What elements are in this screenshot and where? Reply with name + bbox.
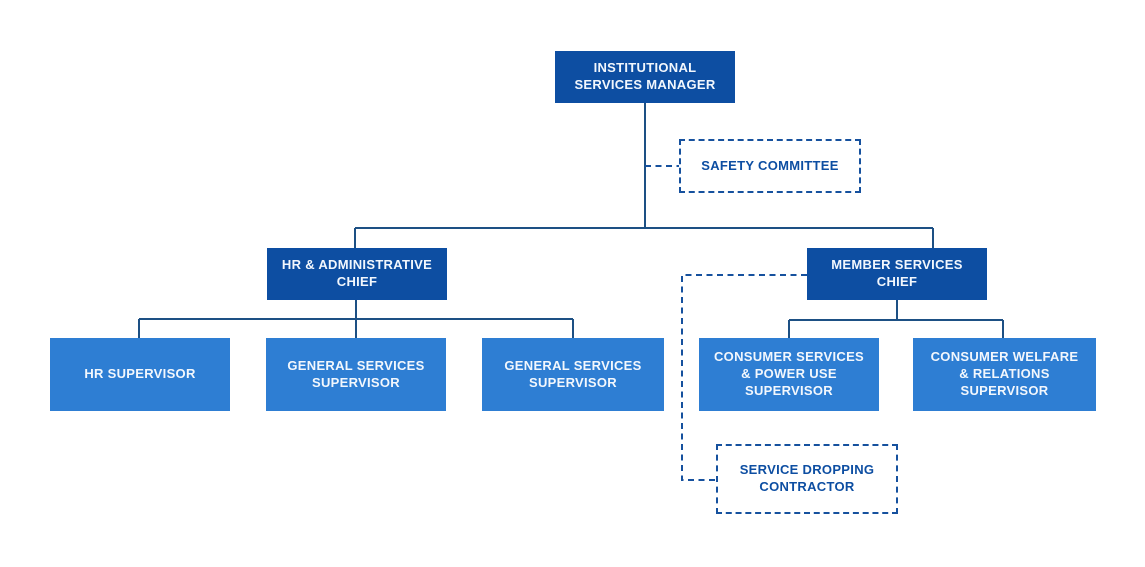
node-general-services-supervisor-1: GENERAL SERVICES SUPERVISOR xyxy=(266,338,446,411)
node-service-dropping-contractor: SERVICE DROPPING CONTRACTOR xyxy=(716,444,898,514)
node-hr-supervisor: HR SUPERVISOR xyxy=(50,338,230,411)
dashed-connector-lines xyxy=(645,165,807,481)
node-general-services-supervisor-2: GENERAL SERVICES SUPERVISOR xyxy=(482,338,664,411)
node-member-services-chief: MEMBER SERVICES CHIEF xyxy=(807,248,987,300)
node-consumer-welfare-relations-supervisor: CONSUMER WELFARE & RELATIONS SUPERVISOR xyxy=(913,338,1096,411)
node-hr-administrative-chief: HR & ADMINISTRATIVE CHIEF xyxy=(267,248,447,300)
node-consumer-services-power-use-supervisor: CONSUMER SERVICES & POWER USE SUPERVISOR xyxy=(699,338,879,411)
node-safety-committee: SAFETY COMMITTEE xyxy=(679,139,861,193)
node-institutional-services-manager: INSTITUTIONAL SERVICES MANAGER xyxy=(555,51,735,103)
solid-connector-lines xyxy=(138,103,1004,338)
